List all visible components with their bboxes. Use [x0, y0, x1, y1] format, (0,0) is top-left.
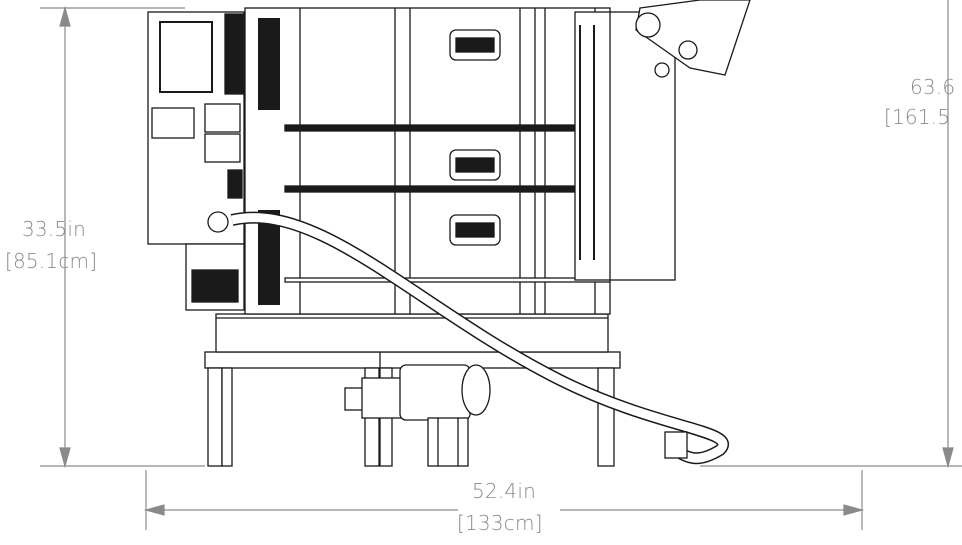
- hose-plug: [664, 431, 688, 459]
- left-height-imperial: 33.5in: [22, 217, 86, 241]
- machine-body: [147, 0, 751, 467]
- left-height-metric: [85.1cm]: [5, 249, 98, 273]
- handle: [449, 149, 501, 181]
- vent-grille: [258, 18, 280, 305]
- stand-frame: [215, 313, 609, 353]
- tool-hooks: [579, 25, 595, 260]
- side-panel: [574, 11, 676, 281]
- bottom-width-imperial: 52.4in: [472, 479, 536, 503]
- right-height-imperial: 63.6: [910, 75, 956, 99]
- display-window: [159, 21, 213, 93]
- handle: [449, 29, 501, 61]
- right-height-metric: [161.5: [884, 105, 951, 129]
- tool-holder: [635, 0, 751, 76]
- handle: [449, 214, 501, 246]
- blower-motor: [399, 364, 471, 421]
- stand-leg: [597, 367, 615, 467]
- main-cabinet: [244, 7, 611, 315]
- dimension-lines: [40, 0, 962, 530]
- hose-fitting: [207, 211, 229, 233]
- stand-leg: [207, 367, 223, 467]
- bottom-width-metric: [133cm]: [457, 511, 543, 535]
